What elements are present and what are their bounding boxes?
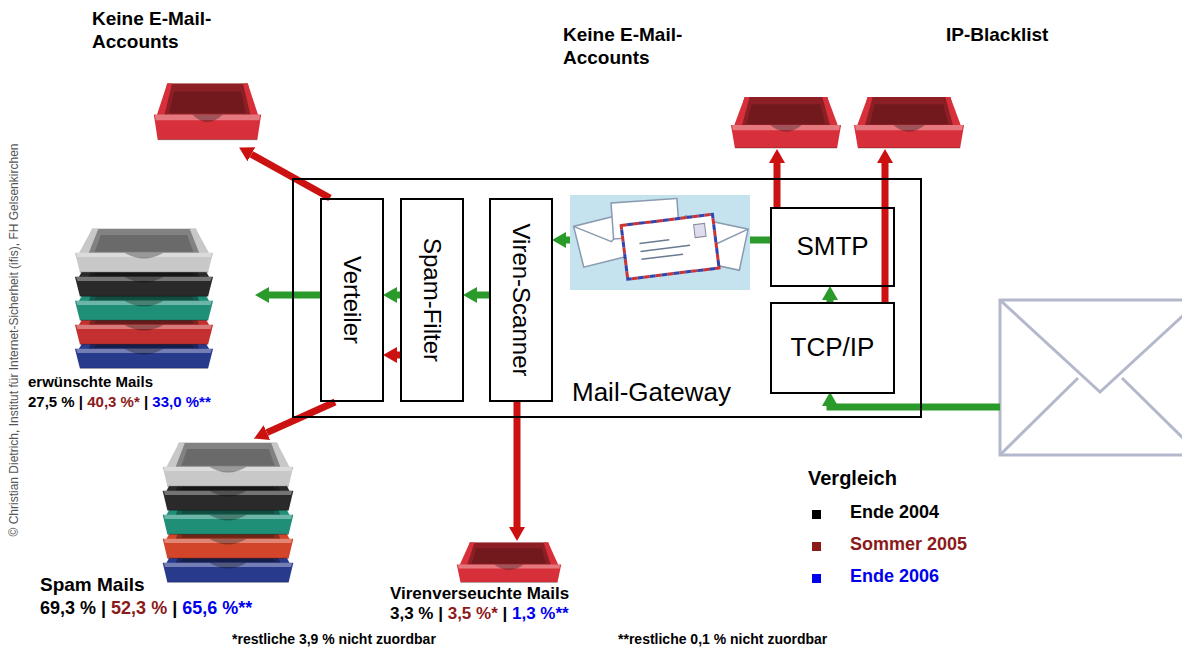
legend-item: Sommer 2005 [808, 534, 1058, 560]
process-box: Verteiler [320, 198, 384, 402]
node-label: Virenverseuchte Mails [390, 584, 569, 604]
spam-stack: Spam Mails69,3 % | 52,3 % | 65,6 %** [38, 438, 320, 624]
node-label: Spam-Filter [418, 238, 447, 362]
separator: | [498, 604, 512, 623]
separator: | [140, 393, 153, 410]
node-value: 27,5 % | 40,3 %* | 33,0 %** [28, 393, 211, 411]
node-label: Keine E-Mail-Accounts [563, 24, 753, 70]
legend-item: Ende 2006 [808, 566, 1058, 592]
mail-picture [570, 195, 750, 290]
blacklist-tray: IP-Blacklist [848, 22, 1078, 150]
flow-arrow [477, 292, 489, 299]
percentage-value: 33,0 %** [152, 393, 210, 410]
process-box: Spam-Filter [400, 198, 464, 402]
node-value: 69,3 % | 52,3 % | 65,6 %** [40, 598, 252, 620]
separator: | [96, 598, 111, 618]
separator: | [167, 598, 182, 618]
node-label: Keine E-Mail-Accounts [92, 8, 264, 54]
percentage-value: 52,3 % [111, 598, 167, 618]
copyright-note: © Christian Dietrich, Institut für Inter… [7, 144, 21, 537]
separator: | [433, 604, 447, 623]
protocol-box: SMTP [770, 207, 895, 287]
tray-stack [163, 443, 294, 583]
incoming-arrow [830, 406, 1000, 407]
legend-text: Ende 2006 [850, 566, 939, 588]
percentage-value: 40,3 %* [87, 393, 140, 410]
legend-item: Ende 2004 [808, 502, 1058, 528]
flow-arrow [774, 163, 781, 207]
node-label: SMTP [796, 231, 868, 262]
percentage-value: 1,3 %** [512, 604, 569, 623]
footnote: **restliche 0,1 % nicht zuordbar [618, 631, 827, 648]
node-label: Spam Mails [40, 574, 145, 597]
letter-tray [154, 83, 964, 582]
reject-tray: Keine E-Mail-Accounts [560, 22, 848, 150]
percentage-value: 3,3 % [390, 604, 433, 623]
inbox-stack: erwünschte Mails 27,5 % | 40,3 %* | 33,0 … [28, 225, 256, 415]
node-value: 3,3 % | 3,5 %* | 1,3 %** [390, 604, 569, 624]
node-label: Viren-Scanner [507, 224, 536, 377]
legend-swatch [812, 510, 821, 519]
footnote: *restliche 3,9 % nicht zuordbar [232, 631, 436, 648]
gateway-box: Mail-Gateway Verteiler Spam-Filter Viren-Sc… [292, 178, 922, 418]
flow-arrow [882, 163, 889, 302]
legend-swatch [812, 542, 821, 551]
node-label: Verteiler [338, 256, 367, 344]
process-box: Viren-Scanner [489, 198, 553, 402]
flow-arrow [514, 402, 521, 527]
percentage-value: 3,5 %* [448, 604, 498, 623]
flow-arrow [269, 292, 320, 299]
legend-text: Ende 2004 [850, 502, 939, 524]
virus-tray: Virenverseuchte Mails3,3 % | 3,5 %* | 1,… [388, 540, 628, 628]
percentage-value: 27,5 % [28, 393, 75, 410]
legend-swatch [812, 574, 821, 583]
node-label: IP-Blacklist [946, 24, 1048, 47]
reject-tray: Keine E-Mail-Accounts [88, 8, 268, 148]
protocol-box: TCP/IP [770, 302, 895, 394]
percentage-value: 65,6 %** [182, 598, 252, 618]
percentage-value: 69,3 % [40, 598, 96, 618]
legend-title: Vergleich [808, 466, 897, 490]
separator: | [75, 393, 88, 410]
incoming-mail-envelope [1000, 300, 1182, 455]
flow-arrow [251, 154, 330, 198]
tray-stack [75, 229, 213, 369]
node-label: TCP/IP [791, 332, 875, 363]
node-label: Mail-Gateway [572, 377, 731, 408]
node-label: erwünschte Mails [28, 373, 153, 391]
legend-text: Sommer 2005 [850, 534, 967, 556]
